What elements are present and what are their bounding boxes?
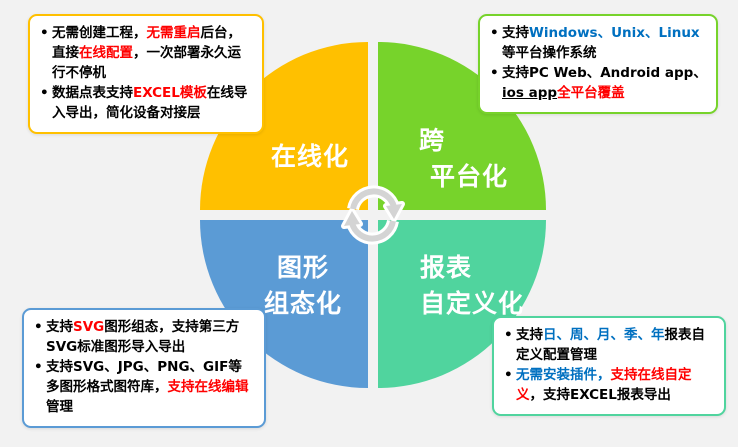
bullet-item: 数据点表支持EXCEL模板在线导入导出，简化设备对接层 (39, 84, 253, 124)
bullet-item: 支持PC Web、Android app、ios app全平台覆盖 (489, 64, 707, 104)
quadrant-label-online: 在线化 (271, 142, 349, 171)
quadrant-label-graphic-config-line1: 图形 (277, 253, 329, 282)
callout-cross-platform: 支持Windows、Unix、Linux等平台操作系统 支持PC Web、And… (478, 14, 718, 114)
callout-report-custom: 支持日、周、月、季、年报表自定义配置管理 无需安装插件，支持在线自定义，支持EX… (492, 316, 726, 416)
bullet-item: 无需创建工程，无需重启后台，直接在线配置，一次部署永久运行不停机 (39, 24, 253, 84)
quadrant-label-report-custom-line1: 报表 (420, 253, 472, 282)
bullet-item: 支持SVG图形组态，支持第三方SVG标准图形导入导出 (33, 318, 255, 358)
callout-online: 无需创建工程，无需重启后台，直接在线配置，一次部署永久运行不停机 数据点表支持E… (28, 14, 264, 134)
quadrant-report-custom (378, 220, 546, 388)
bullet-list: 支持日、周、月、季、年报表自定义配置管理 无需安装插件，支持在线自定义，支持EX… (503, 326, 715, 406)
bullet-item: 支持SVG、JPG、PNG、GIF等多图形格式图符库，支持在线编辑管理 (33, 358, 255, 418)
quadrant-label-cross-platform-line2: 平台化 (430, 162, 508, 191)
bullet-item: 支持日、周、月、季、年报表自定义配置管理 (503, 326, 715, 366)
quadrant-graphic-config (200, 220, 368, 388)
quadrant-label-cross-platform-line1: 跨 (419, 126, 445, 155)
bullet-item: 无需安装插件，支持在线自定义，支持EXCEL报表导出 (503, 366, 715, 406)
bullet-list: 无需创建工程，无需重启后台，直接在线配置，一次部署永久运行不停机 数据点表支持E… (39, 24, 253, 124)
bullet-item: 支持Windows、Unix、Linux等平台操作系统 (489, 24, 707, 64)
quadrant-cross-platform (378, 42, 546, 210)
bullet-list: 支持Windows、Unix、Linux等平台操作系统 支持PC Web、And… (489, 24, 707, 104)
bullet-list: 支持SVG图形组态，支持第三方SVG标准图形导入导出 支持SVG、JPG、PNG… (33, 318, 255, 418)
quadrant-label-graphic-config-line2: 组态化 (264, 289, 342, 318)
sync-arrows-icon (341, 185, 405, 245)
quadrant-online (200, 42, 368, 210)
callout-graphic-config: 支持SVG图形组态，支持第三方SVG标准图形导入导出 支持SVG、JPG、PNG… (22, 308, 266, 428)
quadrant-label-report-custom-line2: 自定义化 (420, 289, 524, 318)
